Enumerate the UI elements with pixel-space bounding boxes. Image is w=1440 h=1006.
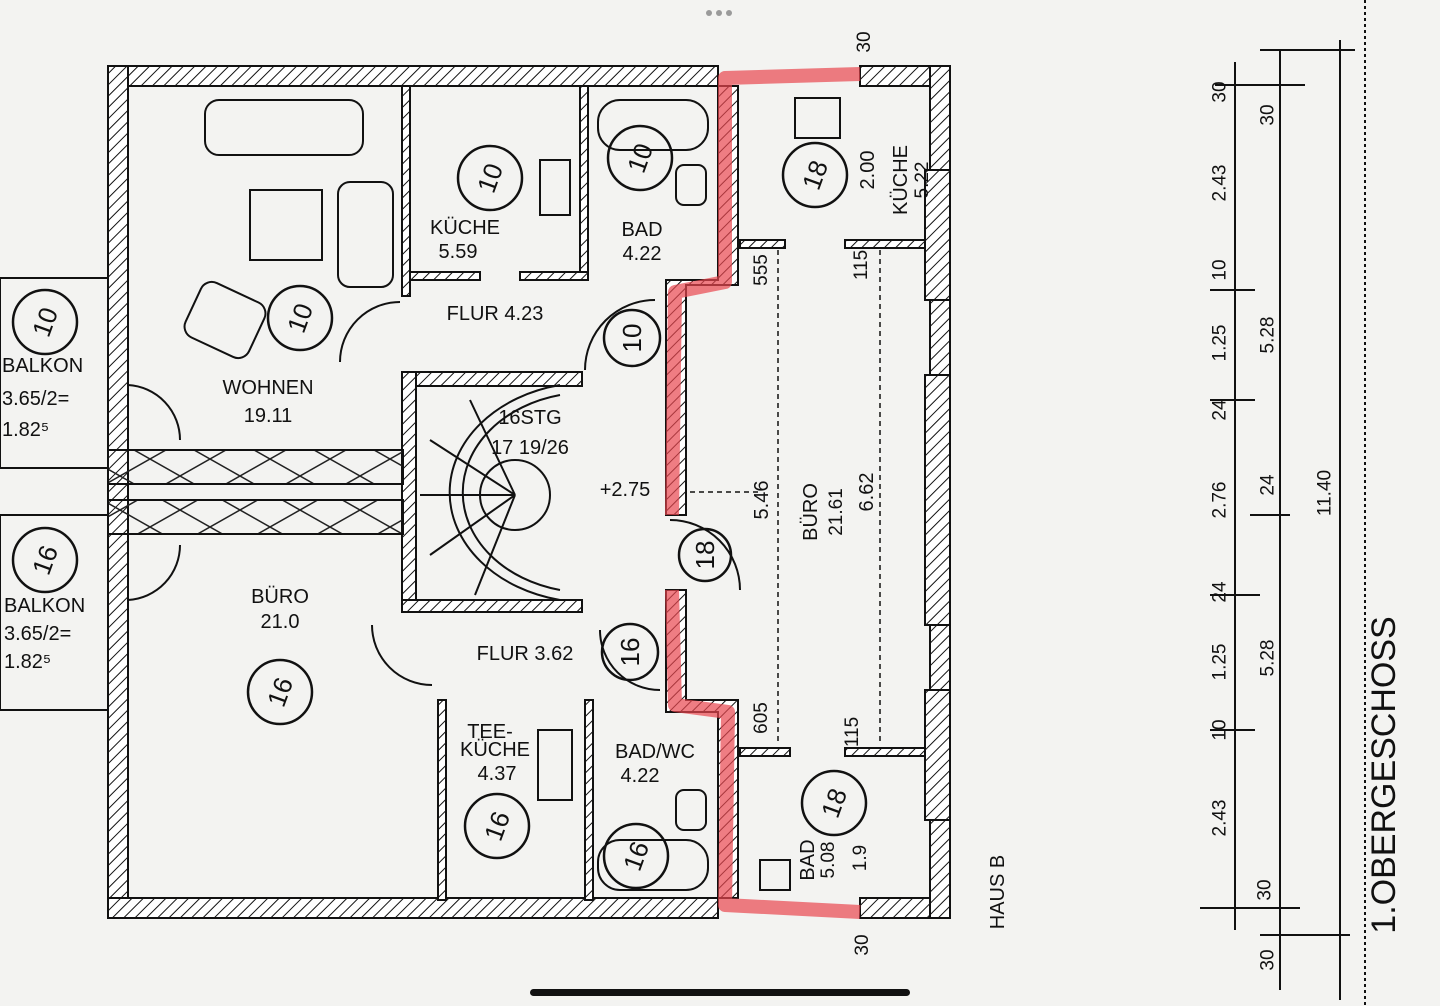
room-area: 21.61 [826,488,847,536]
dimension: 115 [851,250,872,280]
dimension: 555 [751,254,772,286]
dimension: 1.25 [1210,644,1231,681]
unit-marker: 18 [796,156,834,193]
room-name: BAD [621,219,662,241]
balkon-area: 1.82⁵ [2,419,49,441]
unit-marker: 10 [26,303,64,340]
spiral-staircase [420,384,561,601]
dimension: 30 [852,934,873,955]
room-area: 5.08 [818,842,839,879]
home-indicator[interactable] [530,989,910,996]
room-area: 5.22 [912,162,933,199]
balkon-calc: 3.65/2= [4,623,71,645]
room-area: 4.37 [478,763,517,785]
dimension: 5.28 [1258,317,1279,354]
room-width: 6.62 [856,473,878,512]
room-area: 5.59 [439,241,478,263]
unit-marker: 10 [281,299,319,336]
room-name: BÜRO [800,483,822,541]
dimension: 1.25 [1210,325,1231,362]
dimension: 24 [1210,399,1231,421]
dimension: 24 [1210,581,1231,603]
room-name: KÜCHE [890,145,912,215]
dimension: 10 [1210,719,1231,740]
room-label: FLUR 3.62 [477,643,574,665]
furniture [183,97,841,891]
dimension: 30 [1255,879,1276,900]
dimension: 10 [1210,259,1231,280]
unit-marker: 10 [621,139,659,176]
dimension: 2.76 [1210,482,1231,519]
dimension: 30 [1210,81,1231,102]
balconies [0,277,404,711]
room-label: FLUR 4.23 [447,303,544,325]
dimension: 30 [1258,104,1279,125]
dimension: 2.43 [1210,165,1231,202]
room-name: BÜRO [251,586,309,608]
balkon-calc: 3.65/2= [2,388,69,410]
inner-dimension-lines [690,250,881,745]
doors [127,299,741,691]
room-name: KÜCHE [430,217,500,239]
balkon-area: 1.82⁵ [4,651,51,673]
room-area: 4.22 [623,243,662,265]
dimension: 24 [1258,474,1279,496]
floor-title: 1.OBERGESCHOSS [1365,616,1403,933]
room-width: 1.9 [850,845,871,871]
room-depth: 5.46 [751,481,773,520]
stair-steps: 16STG [498,407,561,429]
unit-marker: 16 [615,638,645,667]
dimension: 2.43 [1210,800,1231,837]
house-label: HAUS B [987,855,1009,929]
unit-marker: 10 [617,324,647,353]
unit-marker: 16 [478,807,516,844]
room-name: KÜCHE [460,739,530,761]
unit-marker: 16 [26,541,64,578]
room-name: WOHNEN [222,377,313,399]
room-name: TEE- [467,721,513,743]
room-area: 4.22 [621,765,660,787]
dimension: 605 [751,702,772,734]
room-width: 2.00 [857,151,879,190]
total-dimension: 11.40 [1315,470,1336,516]
balkon-name: BALKON [2,355,83,377]
unit-marker: 18 [690,541,720,570]
dimension: 30 [854,31,875,52]
stair-rise: 17 19/26 [491,437,569,459]
room-area: 19.11 [244,405,293,427]
interior-walls [401,85,951,901]
window-handle-dots[interactable] [706,10,736,18]
room-area: 21.0 [261,611,300,633]
party-wall-highlight [665,67,861,919]
level-mark: +2.75 [600,479,651,501]
dimension: 5.28 [1258,640,1279,677]
unit-marker: 10 [471,159,509,196]
unit-marker: 16 [261,673,299,710]
room-name: BAD [797,839,819,880]
unit-markers [11,124,868,890]
unit-marker: 16 [617,837,655,874]
balkon-name: BALKON [4,595,85,617]
unit-marker: 18 [815,784,853,821]
dimension: 30 [1258,949,1279,970]
dimension-chain [1200,0,1366,1006]
dimension: 115 [842,717,863,747]
room-name: BAD/WC [615,741,695,763]
